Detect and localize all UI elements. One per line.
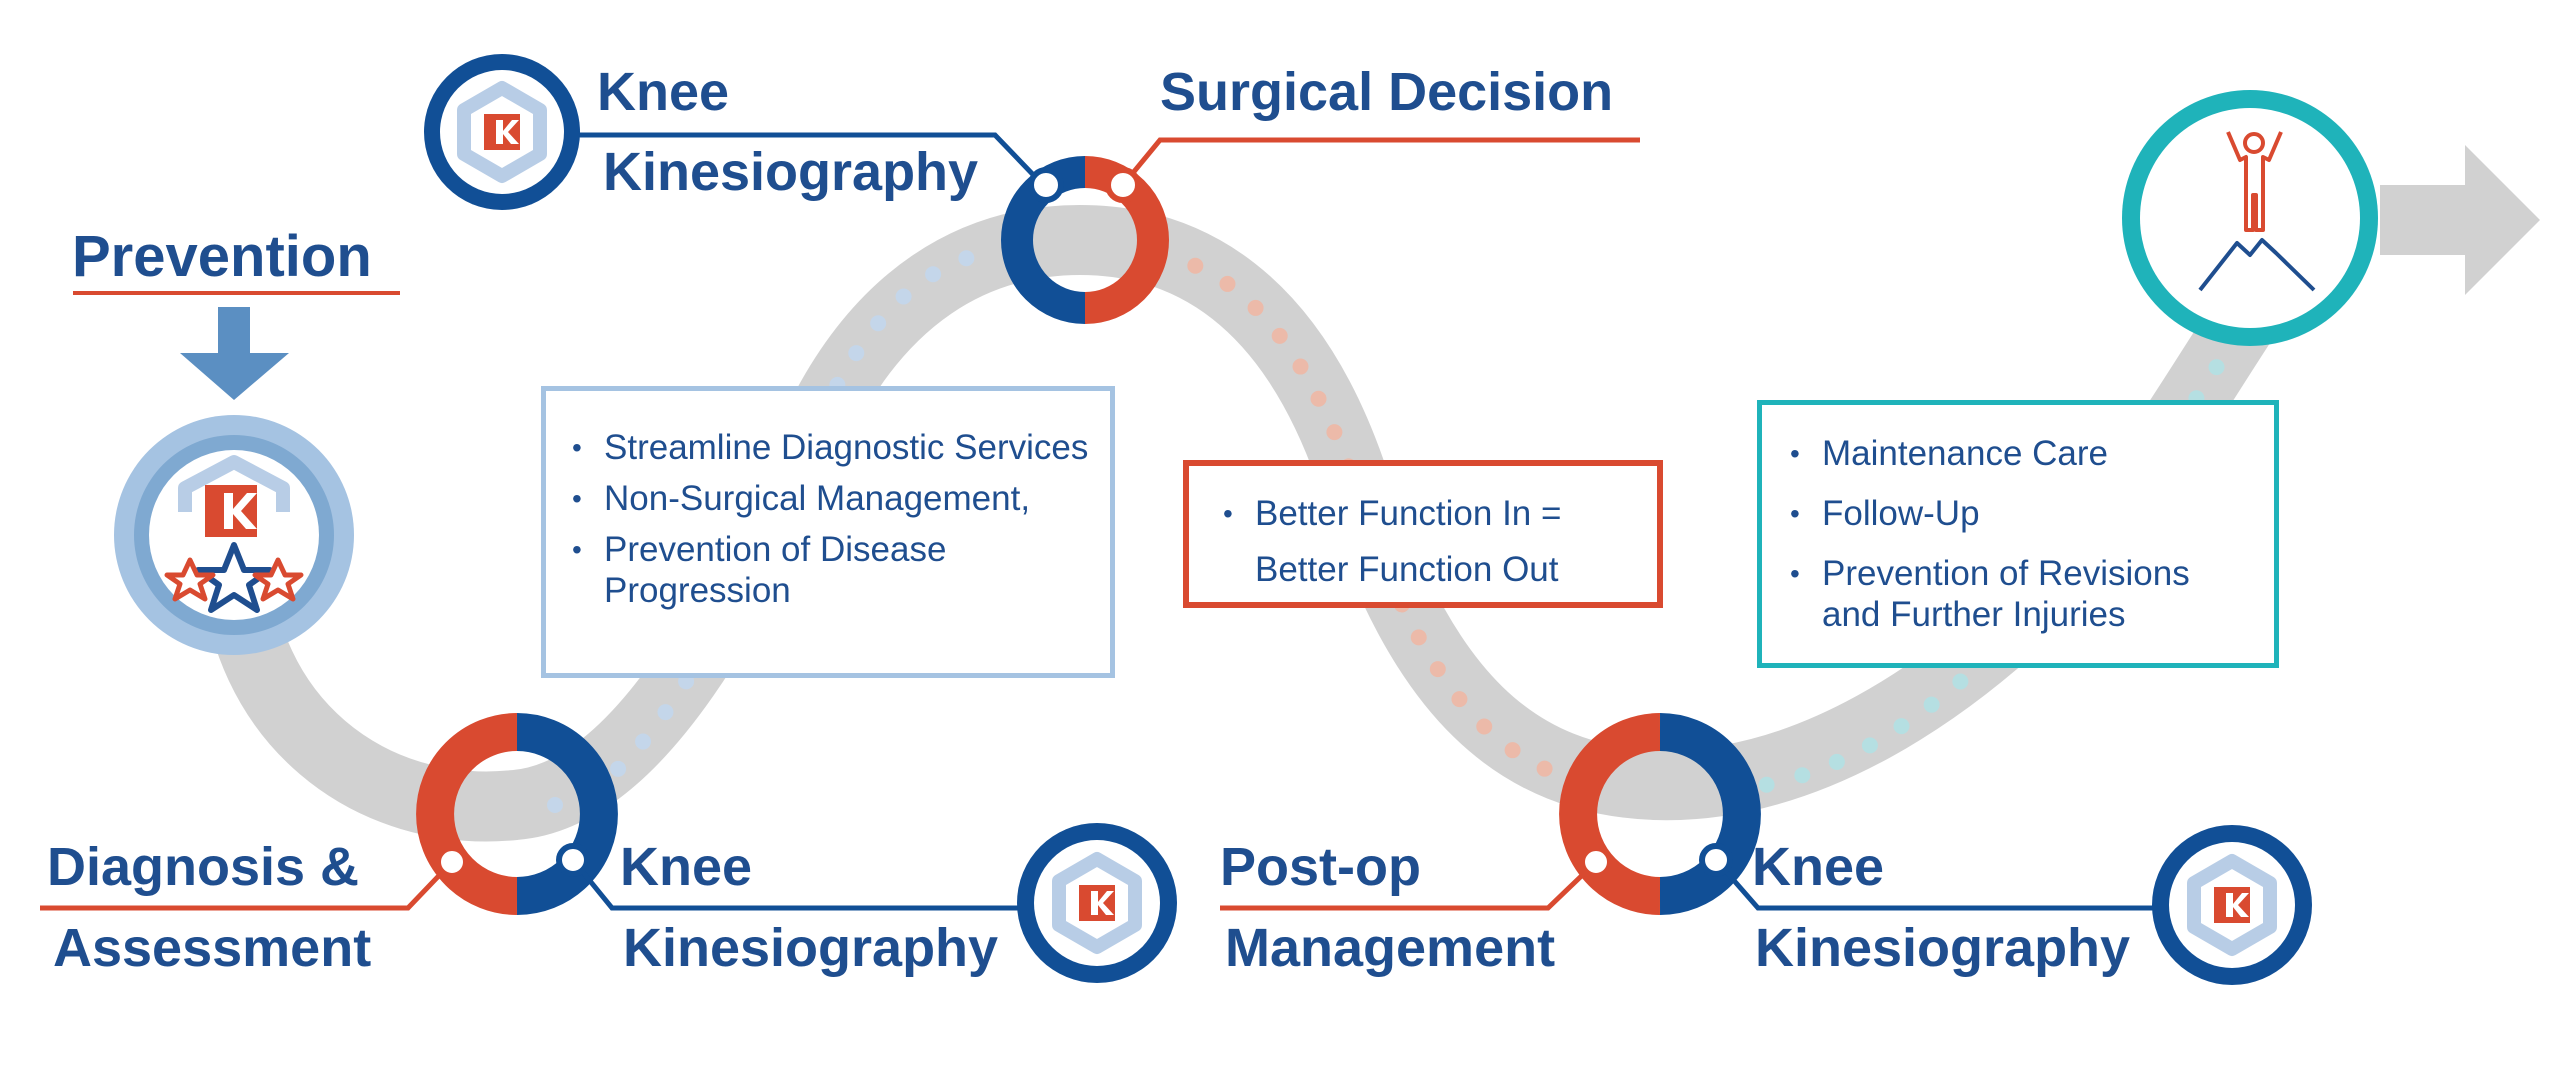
knee-kinesiography-bottom-left-label-2: Kinesiography <box>623 918 999 978</box>
knee-kinesiography-top-label-2: Kinesiography <box>603 142 979 202</box>
surgical-connector <box>1121 137 1640 187</box>
postop-box: Maintenance Care Follow-Up Prevention of… <box>1757 400 2279 668</box>
k-logo-icon <box>424 54 580 210</box>
postop-connector-dot <box>1579 845 1613 879</box>
diagnosis-connector <box>40 860 454 911</box>
list-item: Prevention of Disease Progression <box>564 529 1090 611</box>
kin-bl-connector <box>571 858 1030 911</box>
prevention-label: Prevention <box>72 224 372 289</box>
kin-br-connector-dot <box>1699 843 1733 877</box>
list-item: Maintenance Care <box>1782 433 2254 474</box>
k-logo-icon <box>2152 825 2312 985</box>
diagnostic-box: Streamline Diagnostic Services Non-Surgi… <box>541 386 1115 678</box>
person-summit-icon <box>2198 131 2316 292</box>
list-item: Better Function In = Better Function Out <box>1215 486 1635 598</box>
knee-kinesiography-bottom-right-label-1: Knee <box>1752 837 1885 897</box>
surgical-list: Better Function In = Better Function Out <box>1215 486 1635 598</box>
knee-kinesiography-bottom-right-label-2: Kinesiography <box>1755 918 2131 978</box>
goal-node <box>2122 90 2378 346</box>
diagnosis-label-2: Assessment <box>53 918 372 978</box>
postop-label-1: Post-op <box>1220 837 1421 897</box>
list-item: Non-Surgical Management, <box>564 478 1090 519</box>
diagnosis-connector-dot <box>435 845 469 879</box>
surgical-box: Better Function In = Better Function Out <box>1183 460 1663 608</box>
knee-kinesiography-top-label-1: Knee <box>597 62 730 122</box>
arrow-down-icon <box>180 307 289 400</box>
list-item: Follow-Up <box>1782 493 2254 534</box>
kin-top-connector-dot <box>1028 167 1064 203</box>
list-item: Streamline Diagnostic Services <box>564 427 1090 468</box>
list-item: Prevention of Revisions and Further Inju… <box>1782 553 2254 635</box>
kin-bl-connector-dot <box>556 843 590 877</box>
diagnosis-label-1: Diagnosis & <box>47 837 360 897</box>
postop-ring-node <box>1559 713 1761 915</box>
surgical-connector-dot <box>1105 167 1141 203</box>
diagnostic-list: Streamline Diagnostic Services Non-Surgi… <box>564 427 1090 611</box>
k-logo-icon <box>1017 823 1177 983</box>
knee-kinesiography-bottom-left-label-1: Knee <box>620 837 753 897</box>
kin-top-connector <box>515 132 1045 187</box>
path-arrowhead <box>2380 145 2540 295</box>
surgical-decision-label: Surgical Decision <box>1160 62 1614 122</box>
postop-connector <box>1220 860 1598 911</box>
postop-label-2: Management <box>1225 918 1556 978</box>
kin-br-connector <box>1714 858 2190 911</box>
star-k-logo-icon <box>164 455 304 613</box>
diagnosis-ring-node <box>416 713 618 915</box>
postop-list: Maintenance Care Follow-Up Prevention of… <box>1782 433 2254 635</box>
